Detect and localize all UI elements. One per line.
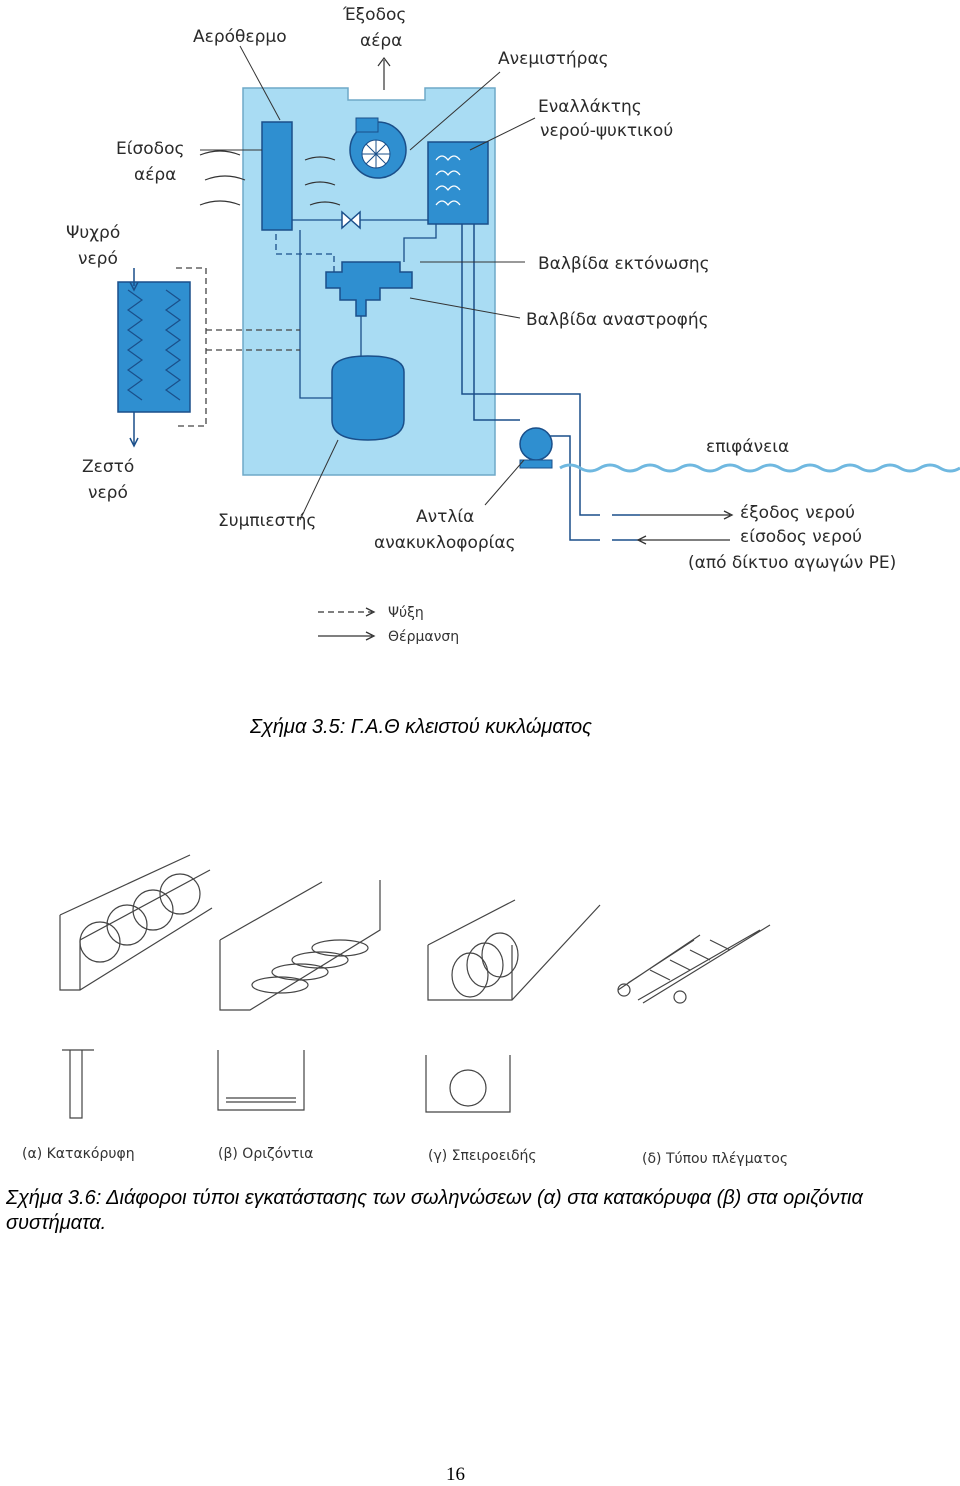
label-type-d: (δ) Τύπου πλέγματος (642, 1151, 788, 1167)
closed-loop-heat-pump-diagram: Αερόθερμο Έξοδος αέρα Ανεμιστήρας Εναλλά… (66, 5, 960, 645)
compressor (331, 355, 405, 441)
air-heater-coil (261, 121, 293, 231)
ground-loop-pipes (461, 224, 640, 541)
legend-cooling: Ψύξη (388, 605, 424, 621)
label-pump-2: ανακυκλοφορίας (374, 533, 516, 553)
type-b-cross-section (217, 1050, 305, 1111)
label-compressor: Συμπιεστής (218, 511, 316, 531)
label-expansion-valve: Βαλβίδα εκτόνωσης (538, 254, 710, 274)
figure-caption-3-6: Σχήμα 3.6: Διάφοροι τύποι εγκατάστασης τ… (6, 1187, 863, 1234)
pipe-installation-types-diagram: (α) Κατακόρυφη (β) Οριζόντια (γ) Σπειροε… (22, 854, 788, 1167)
type-b-horizontal-perspective (219, 880, 381, 1011)
label-water-inlet: είσοδος νερού (740, 527, 862, 547)
label-hot-water-2: νερό (88, 483, 128, 503)
label-cold-water-1: Ψυχρό (66, 223, 120, 243)
water-arrows (636, 510, 734, 545)
expansion-valve (341, 210, 361, 230)
legend-heating: Θέρμανση (388, 629, 459, 645)
type-c-spiral-perspective (427, 899, 601, 1001)
label-cold-water-2: νερό (78, 249, 118, 269)
figure-caption-3-5: Σχήμα 3.5: Γ.Α.Θ κλειστού κυκλώματος (250, 716, 592, 738)
label-water-outlet: έξοδος νερού (740, 503, 855, 523)
label-type-a: (α) Κατακόρυφη (22, 1146, 135, 1162)
label-air-outlet-1: Έξοδος (342, 5, 406, 25)
page-number: 16 (446, 1464, 465, 1485)
label-air-inlet-2: αέρα (134, 165, 176, 185)
label-reversing-valve: Βαλβίδα αναστροφής (526, 310, 709, 330)
legend (318, 607, 376, 641)
label-fan: Ανεμιστήρας (498, 49, 609, 69)
type-a-vertical-perspective (59, 854, 213, 991)
domestic-water-exchanger (117, 267, 300, 448)
label-type-b: (β) Οριζόντια (218, 1146, 313, 1162)
refrigerant-piping (275, 219, 437, 399)
label-exchanger-1: Εναλλάκτης (538, 97, 642, 117)
water-surface-line (559, 463, 960, 473)
water-refrigerant-exchanger (427, 141, 489, 225)
label-air-heater: Αερόθερμο (193, 27, 287, 47)
label-hot-water-1: Ζεστό (82, 457, 134, 477)
label-pipe-network: (από δίκτυο αγωγών PE) (688, 553, 896, 573)
label-pump-1: Αντλία (416, 507, 474, 527)
label-surface: επιφάνεια (706, 437, 789, 457)
air-flow-arrows (199, 57, 391, 206)
type-a-cross-section (62, 1049, 94, 1119)
label-type-c: (γ) Σπειροειδής (428, 1148, 537, 1164)
reversing-valve (325, 261, 413, 317)
type-c-cross-section (425, 1055, 511, 1113)
type-d-mesh-perspective (617, 924, 771, 1004)
leader-lines (200, 45, 536, 521)
fan (349, 117, 407, 179)
circulation-pump (519, 427, 553, 469)
label-exchanger-2: νερού-ψυκτικού (540, 121, 673, 141)
label-air-inlet-1: Είσοδος (116, 139, 184, 159)
label-air-outlet-2: αέρα (360, 31, 402, 51)
